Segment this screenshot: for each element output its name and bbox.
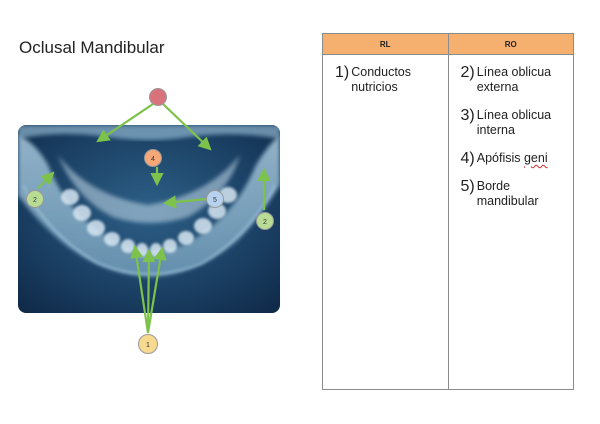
item-number: 2)	[460, 64, 475, 81]
header-ro: RO	[447, 33, 574, 55]
item-label: Conductos nutricios	[351, 65, 411, 94]
item-label-text: Apófisis	[476, 151, 524, 165]
list-item: 4) Apófisis geni	[460, 150, 570, 167]
list-item: 2) Línea oblicua externa	[461, 65, 570, 95]
item-number: 1)	[335, 64, 350, 81]
item-label-underlined: geni	[523, 151, 548, 165]
ro-column: 2) Línea oblicua externa 3) Línea oblicu…	[447, 54, 574, 390]
marker-bottom	[138, 334, 158, 354]
header-rl: RL	[322, 33, 449, 55]
list-item: 3) Línea oblicua interna	[461, 108, 570, 138]
item-label: Línea oblicua interna	[476, 108, 552, 137]
item-number: 3)	[460, 107, 475, 124]
list-item: 1) Conductos nutricios	[335, 65, 444, 95]
xray-image	[18, 125, 280, 313]
legend-table: RL RO 1) Conductos nutricios 2) Línea ob…	[322, 33, 574, 390]
item-label: Apófisis geni	[477, 151, 548, 166]
rl-column: 1) Conductos nutricios	[322, 54, 449, 390]
item-number: 4)	[460, 150, 475, 167]
item-label: Línea oblicua externa	[476, 65, 552, 94]
page-title: Oclusal Mandibular	[19, 38, 165, 57]
legend-body-row: 1) Conductos nutricios 2) Línea oblicua …	[322, 54, 574, 390]
list-item: 5) Borde mandibular	[461, 179, 570, 209]
item-number: 5)	[460, 178, 475, 195]
marker-bottom-label: 1	[146, 342, 150, 349]
item-label: Borde mandibular	[476, 179, 539, 208]
marker-top	[149, 88, 167, 106]
legend-header-row: RL RO	[322, 33, 574, 55]
